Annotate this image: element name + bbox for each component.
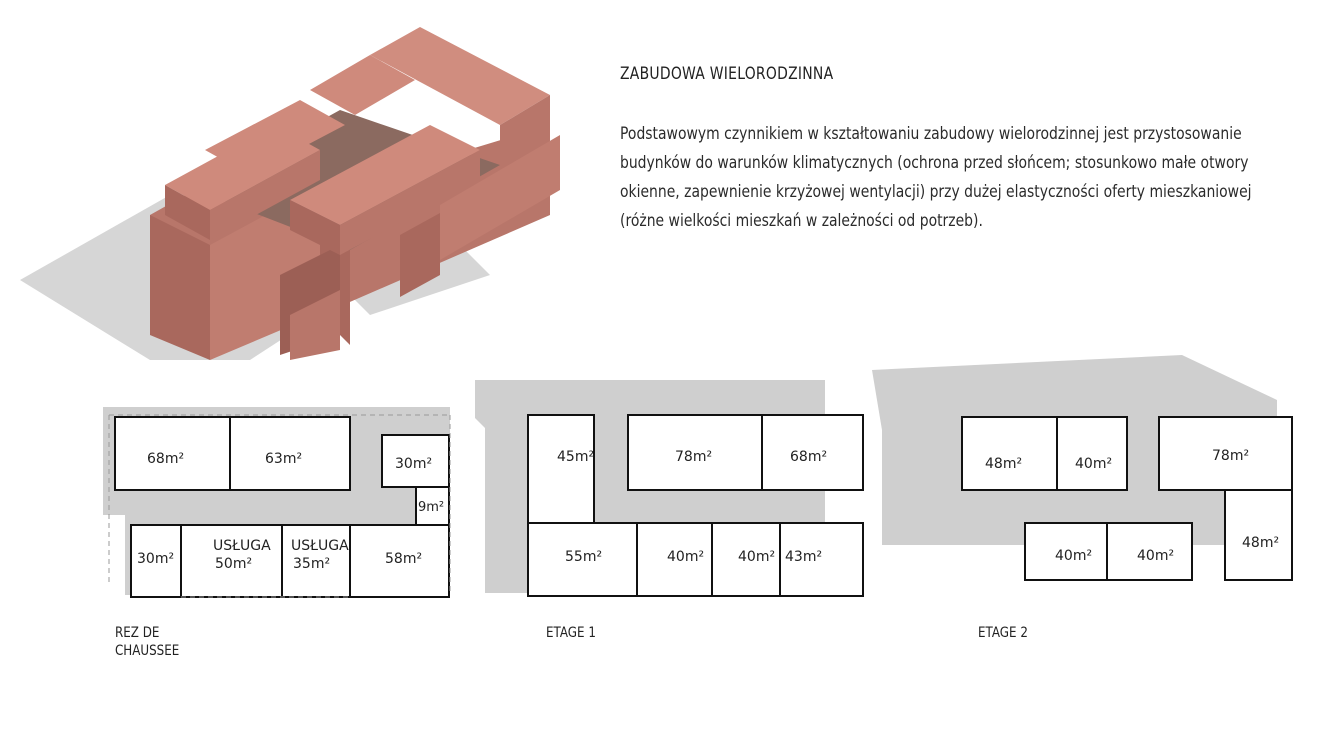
room-area: 48m² bbox=[1242, 535, 1279, 551]
room-area: 63m² bbox=[265, 451, 302, 467]
page-title: ZABUDOWA WIELORODZINNA bbox=[620, 64, 834, 84]
building-blocks bbox=[150, 27, 560, 360]
room-area: 40m² bbox=[738, 549, 775, 565]
plan-label-ground: REZ DE CHAUSSEE bbox=[115, 624, 179, 660]
room-area: 40m² bbox=[1055, 548, 1092, 564]
room-area: 50m² bbox=[215, 556, 252, 572]
plan-ground-floor: 68m² 63m² 30m² 9m² 30m² USŁUGA 50m² USŁU… bbox=[103, 407, 451, 598]
room-area: 45m² bbox=[557, 449, 594, 465]
room-area: 40m² bbox=[1075, 456, 1112, 472]
plan-floor-1: 45m² 78m² 68m² 55m² 40m² 40m² 43m² bbox=[475, 380, 864, 597]
plan-floor-2: 48m² 40m² 78m² 48m² 40m² 40m² bbox=[872, 355, 1293, 581]
room-type: USŁUGA bbox=[213, 538, 271, 554]
room-area: 35m² bbox=[293, 556, 330, 572]
room-area: 48m² bbox=[985, 456, 1022, 472]
isometric-building-illustration bbox=[20, 27, 560, 360]
room-area: 9m² bbox=[418, 500, 444, 515]
room-area: 40m² bbox=[667, 549, 704, 565]
room-area: 68m² bbox=[790, 449, 827, 465]
plan-label-line: CHAUSSEE bbox=[115, 643, 180, 659]
room-area: 58m² bbox=[385, 551, 422, 567]
room-area: 30m² bbox=[395, 456, 432, 472]
plan-label-line: REZ DE bbox=[115, 625, 160, 641]
plan-label-floor-1: ETAGE 1 bbox=[546, 625, 596, 641]
room-area: 40m² bbox=[1137, 548, 1174, 564]
room-area: 68m² bbox=[147, 451, 184, 467]
room-area: 78m² bbox=[675, 449, 712, 465]
room-area: 43m² bbox=[785, 549, 822, 565]
plan-label-floor-2: ETAGE 2 bbox=[978, 625, 1028, 641]
room-area: 78m² bbox=[1212, 448, 1249, 464]
room-area: 30m² bbox=[137, 551, 174, 567]
description-paragraph: Podstawowym czynnikiem w kształtowaniu z… bbox=[620, 124, 1252, 231]
room-type: USŁUGA bbox=[291, 538, 349, 554]
room-area: 55m² bbox=[565, 549, 602, 565]
